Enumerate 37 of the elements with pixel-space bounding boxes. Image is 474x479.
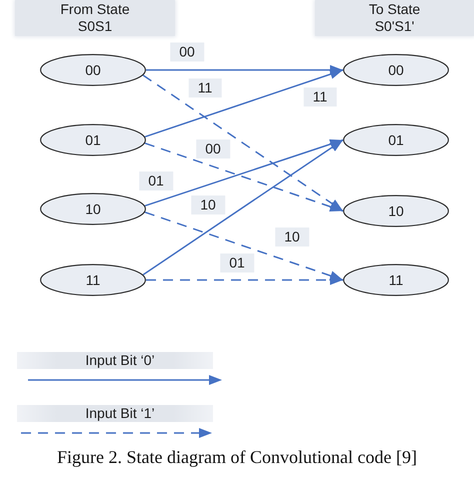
state-ellipse — [40, 264, 146, 296]
legend-label: Input Bit ‘0’ — [17, 352, 213, 369]
state-label: 01 — [388, 132, 404, 148]
state-label: 11 — [388, 272, 404, 288]
edge-label: 01 — [220, 254, 254, 272]
state-label: 00 — [85, 62, 101, 78]
transition-arrow — [144, 212, 344, 281]
state-label: 01 — [85, 132, 101, 148]
state-ellipse — [40, 193, 146, 225]
state-label: 11 — [86, 272, 100, 288]
column-header — [15, 0, 175, 36]
state-ellipse — [343, 195, 449, 227]
edge-label: 10 — [275, 228, 309, 246]
transition-arrow — [142, 74, 344, 212]
figure-caption: Figure 2. State diagram of Convolutional code [9] — [57, 446, 417, 468]
transition-arrow — [146, 65, 343, 75]
header-text: From State S0S1 — [59, 1, 131, 35]
state-ellipse — [343, 124, 449, 156]
transition-arrow — [146, 275, 343, 285]
edge-label: 11 — [188, 78, 222, 98]
transition-arrow — [144, 69, 344, 138]
column-header — [315, 0, 474, 36]
header-text: To State S0'S1' — [368, 1, 422, 35]
state-label: 00 — [388, 62, 404, 78]
transition-arrow — [142, 139, 344, 276]
state-ellipse — [343, 264, 449, 296]
state-label: 10 — [388, 202, 404, 220]
edge-label: 00 — [196, 140, 230, 158]
state-label: 10 — [85, 200, 101, 218]
legend-label: Input Bit ‘1’ — [17, 405, 213, 422]
edge-label: 11 — [304, 88, 336, 106]
state-ellipse — [343, 54, 449, 86]
state-ellipse — [40, 124, 146, 156]
state-ellipse — [40, 54, 146, 86]
edge-label: 01 — [139, 172, 173, 190]
edge-label: 10 — [191, 196, 225, 214]
edge-label: 00 — [170, 42, 204, 62]
